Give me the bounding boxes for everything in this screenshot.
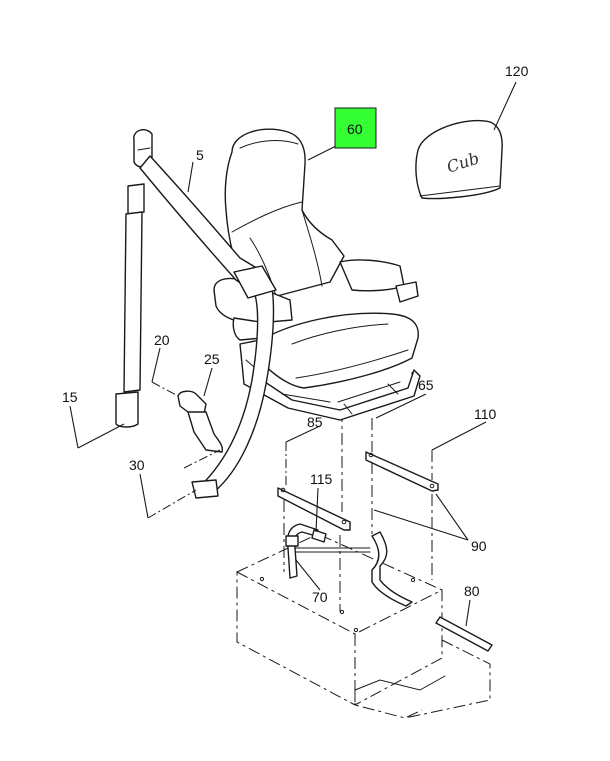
seat-belt-retractor-15 <box>115 129 153 428</box>
callout-15: 15 <box>62 389 78 405</box>
headrest-cover-120: Cub <box>415 119 503 200</box>
air-hose-70 <box>285 523 319 579</box>
shoulder-belt-5 <box>139 155 277 499</box>
seat-base-box <box>236 533 491 719</box>
fitting-115 <box>311 529 327 543</box>
callout-20: 20 <box>154 332 170 348</box>
callout-65: 65 <box>418 377 434 393</box>
callout-120: 120 <box>505 63 529 79</box>
tube-bracket-90 <box>291 531 413 607</box>
callout-70: 70 <box>312 589 328 605</box>
rod-80 <box>435 616 493 652</box>
callout-80: 80 <box>464 583 480 599</box>
seat-60 <box>213 128 421 421</box>
callout-85: 85 <box>307 414 323 430</box>
callout-90: 90 <box>471 538 487 554</box>
callout-25: 25 <box>204 351 220 367</box>
callout-60: 60 <box>347 121 363 137</box>
leader-lines <box>69 81 517 627</box>
assembly-lines <box>283 372 433 612</box>
callout-115: 115 <box>310 471 333 487</box>
buckle-25 <box>177 390 224 453</box>
bracket-110 <box>365 451 439 492</box>
highlight-box-60 <box>334 107 377 149</box>
callout-110: 110 <box>474 406 497 422</box>
bracket-85 <box>277 487 351 531</box>
callout-30: 30 <box>129 457 145 473</box>
callout-labels: 5 15 20 25 30 60 65 70 80 85 90 110 115 … <box>62 63 529 605</box>
callout-5: 5 <box>196 147 204 163</box>
